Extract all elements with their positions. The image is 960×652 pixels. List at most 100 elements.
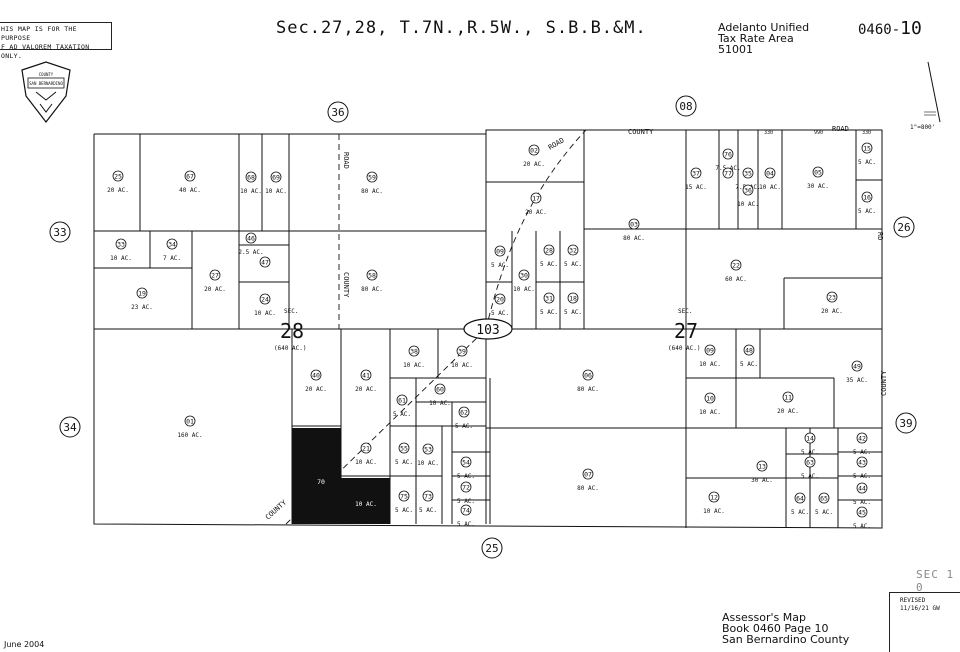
- parcel-number: 46: [247, 235, 255, 243]
- parcel-acreage: 5 AC.: [491, 310, 509, 317]
- roads: [285, 129, 587, 525]
- parcel-acreage: 5 AC.: [815, 509, 833, 516]
- parcel-acreage: 30 AC.: [807, 183, 829, 190]
- parcel-number: 63: [806, 459, 814, 467]
- parcel-acreage: 30 AC.: [751, 477, 773, 484]
- parcel-number: 43: [858, 459, 866, 467]
- adjacent-map-callout: 33: [49, 221, 71, 243]
- highlighted-parcel: [292, 428, 341, 524]
- parcel-acreage: 5 AC.: [858, 208, 876, 215]
- parcel-label: 545 AC.: [457, 456, 475, 480]
- road-label: ROAD: [832, 125, 849, 133]
- parcel-number: 27: [211, 272, 219, 280]
- parcel-number: 68: [247, 174, 255, 182]
- adjacent-map-number: 33: [53, 226, 66, 239]
- parcel-acreage: 7 AC.: [163, 255, 181, 262]
- parcel-label: 155 AC.: [858, 142, 876, 166]
- tra-number: 51001: [718, 43, 753, 56]
- road-label: COUNTY: [880, 370, 888, 396]
- parcel-number: 77: [724, 170, 732, 178]
- tra-label: Tax Rate Area: [718, 32, 794, 45]
- parcel-number: 07: [584, 471, 592, 479]
- map-book: 0460-: [858, 22, 901, 38]
- parcel-label: 11 20 AC.: [777, 391, 799, 415]
- footer-line-1: Assessor's Map: [722, 611, 806, 624]
- parcel-acreage: 80 AC.: [577, 485, 599, 492]
- highlighted-parcel: [341, 478, 390, 524]
- parcel-label: 16 5 AC.: [858, 191, 876, 215]
- parcel-acreage: 10 AC.: [429, 400, 451, 407]
- section-area: (640 AC.): [274, 345, 307, 352]
- parcel-number: 59: [368, 174, 376, 182]
- parcel-acreage: 10 AC.: [513, 286, 535, 293]
- parcel-number: 65: [820, 495, 828, 503]
- parcel-number: 73: [424, 493, 432, 501]
- parcel-number: 32: [569, 247, 577, 255]
- parcel-acreage: 5 AC.: [393, 411, 411, 418]
- parcel-number: 54: [462, 459, 470, 467]
- adjacent-map-callout: 08: [675, 95, 697, 117]
- parcel-number: 11: [784, 394, 792, 402]
- parcel-number: 33: [117, 241, 125, 249]
- seal-text-2: SAN BERNARDINO: [29, 81, 63, 86]
- parcel-acreage: 5 AC.: [457, 521, 475, 528]
- parcel-number: 05: [814, 169, 822, 177]
- parcel-label: 13 30 AC.: [751, 460, 773, 484]
- parcel-number: 60: [436, 386, 444, 394]
- parcel-label: 65 5 AC.: [815, 492, 833, 516]
- revised-label: REVISED: [900, 597, 926, 604]
- parcel-number: 16: [863, 194, 871, 202]
- parcel-label: 755 AC.: [395, 490, 413, 514]
- parcel-number: 03: [630, 221, 638, 229]
- parcel-acreage: 5 AC.: [740, 361, 758, 368]
- map-footer: Assessor's Map Book 0460 Page 10 San Ber…: [722, 612, 849, 645]
- tax-rate-area: Adelanto Unified Tax Rate Area 51001: [718, 22, 809, 55]
- highlighted-parcel-number: 70: [317, 478, 325, 486]
- scale-label: 1"=800': [910, 124, 936, 131]
- parcel-label: 095 AC.: [491, 245, 509, 269]
- parcel-number: 06: [584, 372, 592, 380]
- section-stamp: SEC 1 0: [916, 568, 955, 594]
- parcel-label: 615 AC.: [393, 394, 411, 418]
- parcel-label: 425 AC.: [853, 432, 871, 456]
- parcel-number: 10: [706, 395, 714, 403]
- parcel-acreage: 10 AC.: [699, 409, 721, 416]
- parcel-label: 625 AC.: [455, 406, 473, 430]
- parcel-number: 47: [261, 259, 269, 267]
- section-label: SEC.: [284, 308, 298, 315]
- parcel-acreage: 20 AC.: [777, 408, 799, 415]
- road-label: RD: [876, 232, 884, 240]
- parcel-acreage: 5 AC.: [801, 473, 819, 480]
- adjacent-map-number: 36: [331, 106, 344, 119]
- parcel-number: 40: [312, 372, 320, 380]
- parcel-label: 77: [722, 167, 734, 179]
- road-label: COUNTY: [264, 498, 289, 521]
- parcel-number: 13: [758, 463, 766, 471]
- adjacent-map-number: 08: [679, 100, 692, 113]
- parcel-acreage: 20 AC.: [821, 308, 843, 315]
- parcel-number: 103: [476, 323, 499, 338]
- parcel-label: 462.5 AC.: [238, 232, 264, 256]
- parcel-acreage: 20 AC.: [525, 209, 547, 216]
- footer-line-3: San Bernardino County: [722, 633, 850, 646]
- parcel-label: 47: [259, 256, 271, 268]
- parcel-number: 72: [462, 484, 470, 492]
- parcel-acreage: 5 AC.: [791, 509, 809, 516]
- map-page: 10: [900, 18, 922, 39]
- parcel-number: 44: [858, 485, 866, 493]
- parcel-number: 31: [545, 295, 553, 303]
- parcel-acreage: 10 AC.: [254, 310, 276, 317]
- parcel-number: 21: [362, 445, 370, 453]
- parcel-number: 22: [732, 262, 740, 270]
- adjacent-map-callout: 36: [327, 101, 349, 123]
